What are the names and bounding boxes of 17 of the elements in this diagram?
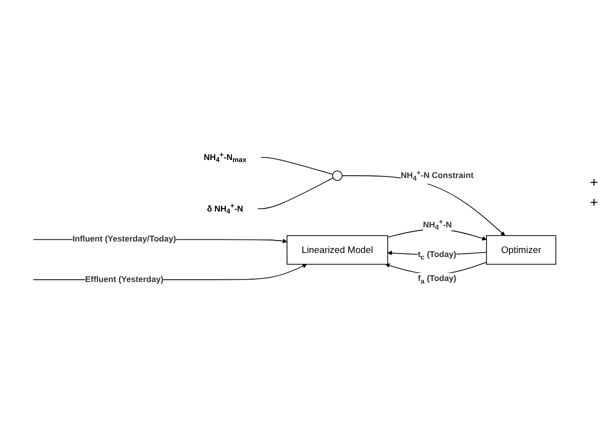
sign-label: + bbox=[590, 174, 598, 190]
edge-label: Effluent (Yesterday) bbox=[85, 274, 164, 284]
node-circle bbox=[332, 170, 343, 181]
node-box bbox=[486, 235, 556, 265]
block-diagram: NH$_{4}$$^{+}$-N Constraint NH$_{4}$$^{+}$-N Influent (Yesterday/Today) t$_{c}$ (Today) Effluent (Yesterday) f$_{a}$ (Today) Linearized Model Optimizer NH$_{4}$$^{+}$-N$_{max}$ δ NH$_{4}$$^{+}$-N bbox=[0, 138, 560, 292]
edge-label: Influent (Yesterday/Today) bbox=[72, 234, 176, 244]
edge-label: t$_{c}$ (Today) bbox=[418, 250, 456, 261]
edge-label: NH$_{4}$$^{+}$-N bbox=[422, 218, 452, 232]
node-box bbox=[286, 235, 388, 265]
node-text: δ NH$_{4}$$^{+}$-N bbox=[206, 202, 244, 216]
connector bbox=[260, 156, 334, 175]
arrow bbox=[342, 175, 506, 236]
node-text: NH$_{4}$$^{+}$-N$_{max}$ bbox=[204, 150, 246, 164]
connector bbox=[257, 177, 334, 210]
edge-label: f$_{a}$ (Today) bbox=[418, 274, 456, 285]
edge-label: NH$_{4}$$^{+}$-N Constraint bbox=[400, 168, 474, 182]
sign-label: + bbox=[590, 194, 598, 210]
